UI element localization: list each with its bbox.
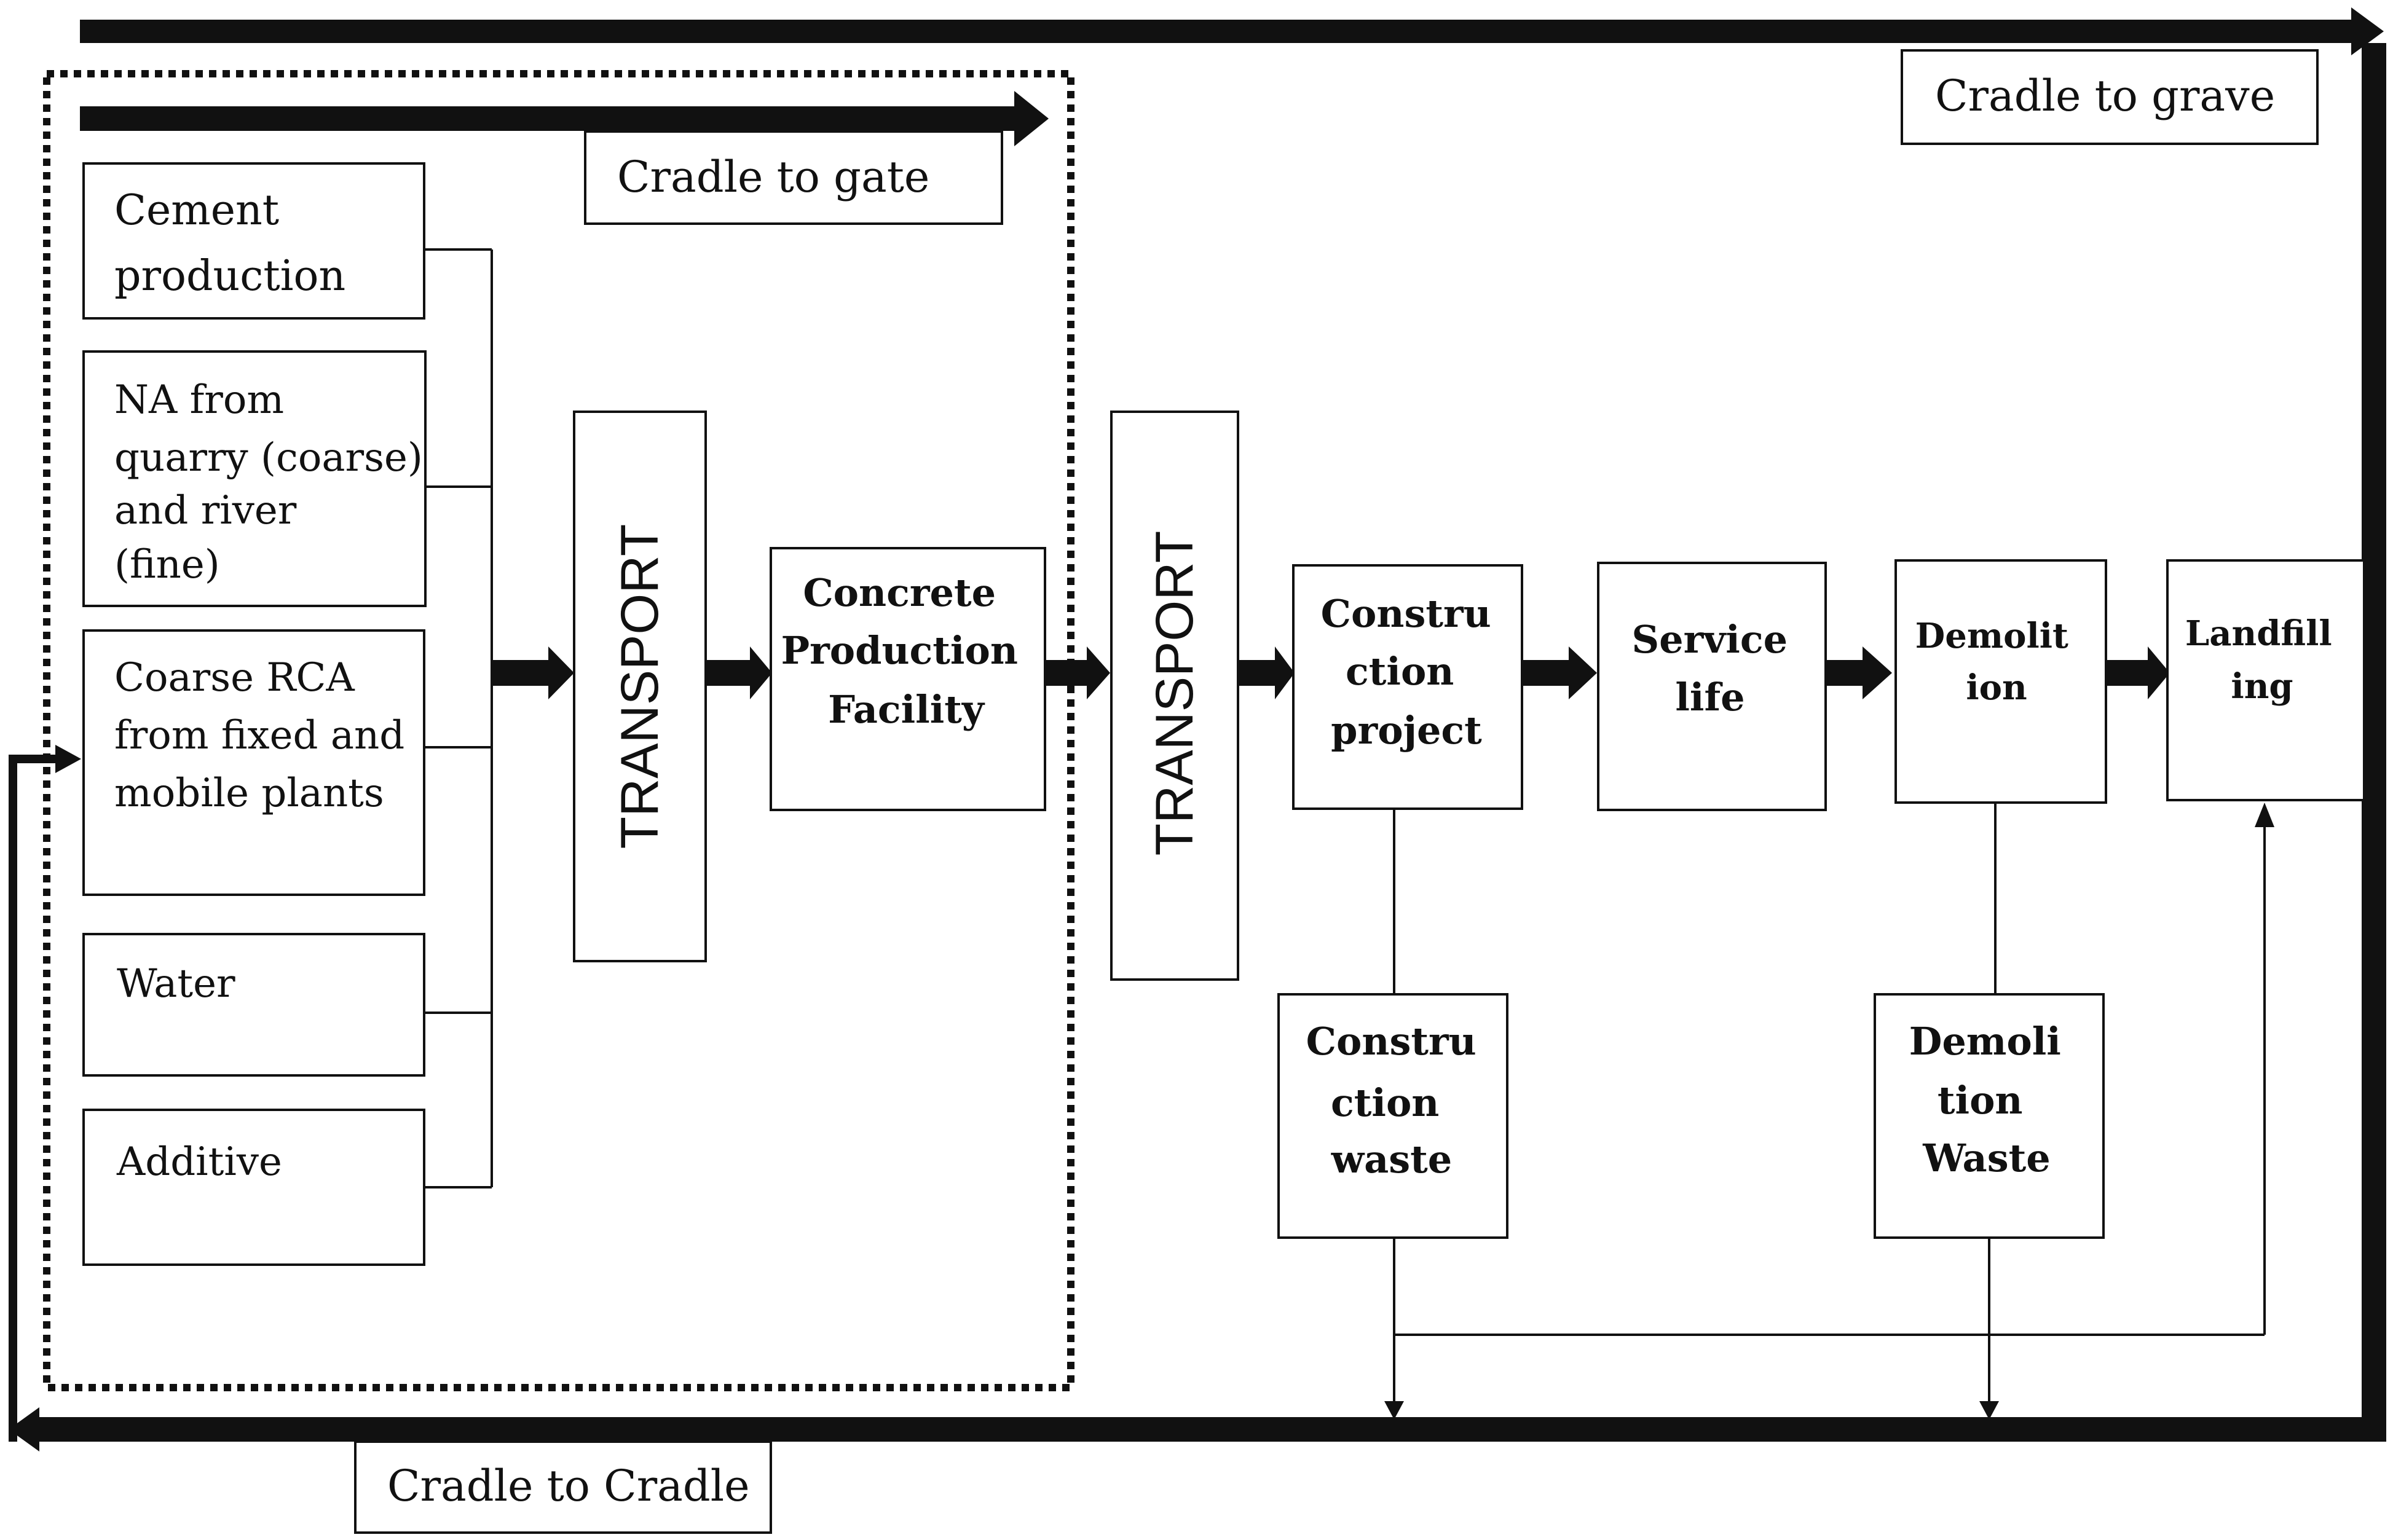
flow-arrow [492, 646, 574, 699]
concrete-production-box: Concrete Production Facility [770, 547, 1046, 811]
waste-connectors [1393, 803, 2266, 1407]
flow-arrow [1823, 646, 1892, 699]
cradle-to-grave-label-box: Cradle to grave [1901, 49, 2319, 145]
demolition-line-1: Demolit [1915, 616, 2068, 656]
transport-box-1: TRANSPORT [573, 411, 707, 962]
input-rca-line-2: from fixed and [114, 713, 404, 758]
cradle-to-gate-label: Cradle to gate [617, 152, 929, 202]
construction-project-line-3: project [1331, 708, 1482, 753]
flow-arrow [1045, 646, 1110, 699]
svg-text:Demolit ion: Demolit ion [1915, 616, 2081, 708]
cradle-to-gate-boundary [43, 70, 1074, 1391]
input-box-na: NA from quarry (coarse) and river (fine) [82, 350, 435, 607]
cradle-to-cradle-label: Cradle to Cradle [387, 1461, 750, 1511]
transport-1-label: TRANSPORT [610, 524, 669, 849]
input-box-cement: Cement production [82, 162, 425, 320]
svg-text:Service life: Service life [1631, 617, 1800, 720]
cradle-to-gate-label-box: Cradle to gate [584, 130, 1003, 225]
cradle-to-cradle-arrow [9, 745, 2386, 1452]
svg-text:Coarse RCA from fixed an: Coarse RCA from fixed and mobile plants [114, 655, 417, 816]
demolition-waste-line-1: Demoli [1909, 1019, 2061, 1064]
construction-waste-line-3: waste [1331, 1137, 1453, 1182]
input-rca-line-3: mobile plants [114, 771, 384, 816]
demolition-waste-line-3: Waste [1922, 1136, 2050, 1181]
input-connectors [424, 248, 493, 1188]
cradle-to-grave-arrow [80, 7, 2386, 1432]
transport-box-2: TRANSPORT [1110, 411, 1239, 981]
demolition-box: Demolit ion [1894, 559, 2107, 804]
concrete-production-line-1: Concrete [803, 570, 996, 615]
input-box-water: Water [82, 933, 425, 1077]
service-life-line-1: Service [1631, 617, 1788, 662]
svg-text:Landfill ing: Landfill ing [2185, 613, 2344, 707]
demolition-waste-line-2: tion [1938, 1078, 2023, 1123]
cradle-to-grave-label: Cradle to grave [1935, 71, 2275, 121]
svg-text:NA from quarry (coarse): NA from quarry (coarse) and river (fine) [114, 377, 435, 587]
construction-project-box: Constru ction project [1292, 564, 1523, 810]
landfilling-box: Landfill ing [2166, 559, 2365, 801]
input-water-line-1: Water [117, 961, 235, 1007]
svg-text:Concrete Production: Concrete Production Facility [781, 570, 1031, 732]
landfilling-line-1: Landfill [2185, 613, 2332, 654]
service-life-box: Service life [1597, 562, 1827, 811]
demolition-line-2: ion [1966, 667, 2027, 708]
input-additive-line-1: Additive [116, 1139, 282, 1185]
input-na-line-3: and river [114, 488, 297, 533]
transport-2-label: TRANSPORT [1145, 531, 1204, 856]
concrete-production-line-3: Facility [828, 687, 985, 732]
construction-waste-line-2: ction [1331, 1080, 1439, 1125]
svg-text:Constru ction proj: Constru ction project [1321, 591, 1505, 753]
construction-waste-box: Constru ction waste [1277, 993, 1508, 1239]
landfilling-line-2: ing [2231, 666, 2293, 707]
input-rca-line-1: Coarse RCA [114, 655, 355, 701]
input-na-line-1: NA from [114, 377, 284, 423]
cradle-to-gate-arrow [80, 91, 1049, 146]
concrete-production-line-2: Production [781, 628, 1017, 673]
input-cement-line-2: production [114, 252, 345, 301]
cradle-to-cradle-label-box: Cradle to Cradle [354, 1440, 772, 1534]
input-na-line-4: (fine) [114, 542, 220, 587]
waste-arrowheads [1384, 803, 2274, 1420]
demolition-waste-box: Demoli tion Waste [1874, 993, 2105, 1239]
flow-arrow [2102, 646, 2170, 699]
construction-waste-line-1: Constru [1306, 1019, 1476, 1064]
flow-arrow [1238, 646, 1295, 699]
svg-text:Additive: Additive [116, 1139, 282, 1185]
svg-text:Water: Water [117, 961, 235, 1007]
svg-text:Constru ction wast: Constru ction waste [1306, 1019, 1490, 1182]
svg-text:Demoli tion Waste: Demoli tion Waste [1909, 1019, 2075, 1181]
construction-project-line-2: ction [1346, 649, 1454, 694]
svg-text:Cement production: Cement production [114, 186, 345, 301]
input-box-rca: Coarse RCA from fixed and mobile plants [82, 629, 425, 896]
construction-project-line-1: Constru [1321, 591, 1491, 636]
input-na-line-2: quarry (coarse) [114, 435, 423, 481]
input-box-additive: Additive [82, 1109, 425, 1266]
input-cement-line-1: Cement [114, 186, 279, 235]
flow-arrow [703, 646, 772, 699]
service-life-line-2: life [1675, 675, 1745, 720]
flow-arrow [1522, 646, 1597, 699]
